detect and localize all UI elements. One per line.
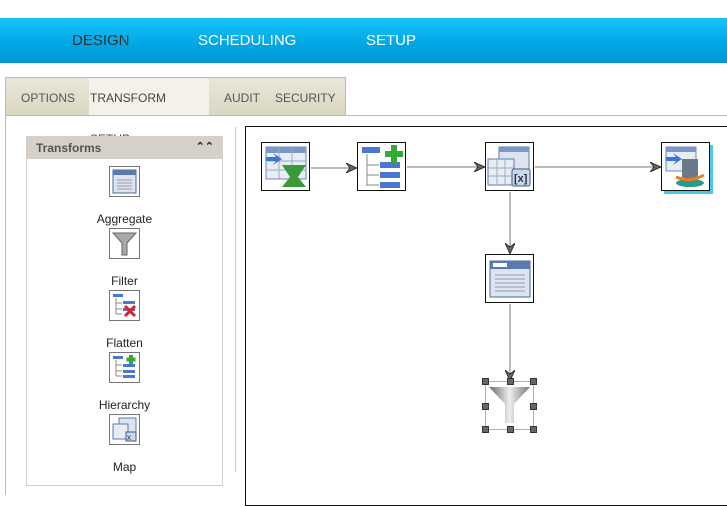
svg-text:x: x [127, 433, 131, 442]
nav-scheduling[interactable]: SCHEDULING [198, 32, 297, 49]
palette-item-map[interactable]: x Map [27, 414, 222, 474]
flatten-icon [109, 290, 140, 321]
resize-handle[interactable] [530, 403, 537, 410]
node-excel-source[interactable] [261, 142, 310, 191]
excel-source-icon [265, 146, 307, 187]
tab-security[interactable]: SECURITY [275, 91, 336, 105]
palette-header[interactable]: Transforms ⌃⌃ [27, 136, 222, 159]
top-navigation: DESIGN SCHEDULING SETUP [0, 18, 727, 63]
tab-audit[interactable]: AUDIT [224, 91, 260, 105]
hierarchy-icon [362, 145, 403, 188]
node-aggregate[interactable] [485, 254, 534, 303]
connectors [311, 127, 727, 507]
palette-item-hierarchy[interactable]: Hierarchy [27, 352, 222, 412]
resize-handle[interactable] [530, 378, 537, 385]
filter-icon [489, 387, 530, 423]
resize-handle[interactable] [507, 378, 514, 385]
aggregate-icon [109, 166, 140, 197]
nav-design[interactable]: DESIGN [72, 32, 130, 49]
resize-handle[interactable] [507, 426, 514, 433]
tab-strip: OPTIONS TRANSFORM SETUP AUDIT SECURITY [5, 77, 346, 146]
tab-options[interactable]: OPTIONS [21, 91, 76, 105]
resize-handle[interactable] [482, 378, 489, 385]
palette-item-filter[interactable]: Filter [27, 228, 222, 288]
nav-setup[interactable]: SETUP [366, 32, 417, 49]
palette-item-aggregate[interactable]: Aggregate [27, 166, 222, 226]
database-target-icon [665, 146, 705, 187]
map-icon: [x] [487, 146, 531, 187]
resize-handle[interactable] [530, 426, 537, 433]
filter-icon [109, 228, 140, 259]
node-database-target[interactable] [661, 142, 710, 191]
palette-title: Transforms [36, 141, 102, 155]
hierarchy-icon [109, 352, 140, 383]
panel-divider[interactable] [235, 127, 236, 472]
transforms-palette: Transforms ⌃⌃ Aggregate Filter Flatten H… [26, 136, 223, 486]
node-map[interactable]: [x] [485, 142, 534, 191]
transform-setup-panel [5, 115, 727, 495]
node-hierarchy[interactable] [357, 142, 406, 191]
aggregate-icon [489, 260, 531, 298]
map-icon: x [109, 414, 140, 445]
resize-handle[interactable] [482, 426, 489, 433]
resize-handle[interactable] [482, 403, 489, 410]
svg-text:[x]: [x] [514, 173, 528, 185]
design-canvas[interactable]: [x] [245, 126, 727, 506]
collapse-icon[interactable]: ⌃⌃ [195, 141, 214, 153]
node-filter-selected[interactable] [482, 378, 537, 433]
palette-item-flatten[interactable]: Flatten [27, 290, 222, 350]
tab-transform-setup[interactable]: TRANSFORM SETUP [89, 78, 209, 146]
